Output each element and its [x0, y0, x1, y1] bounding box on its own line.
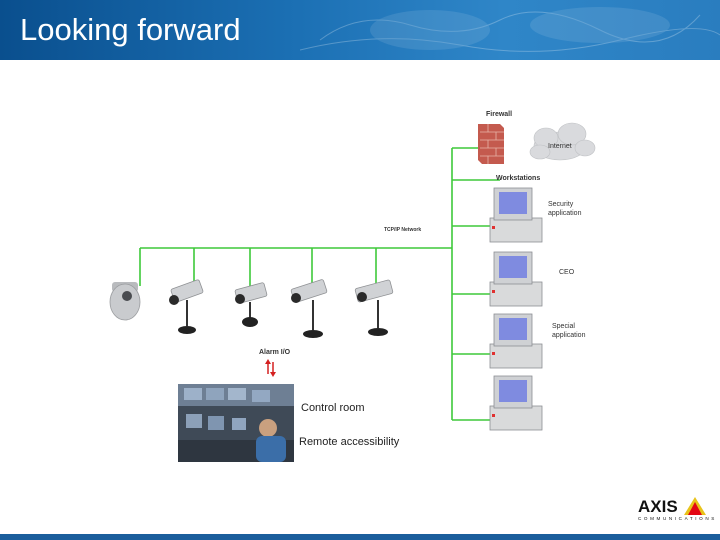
- internet-label: Internet: [548, 143, 572, 150]
- slide-header: Looking forward: [0, 0, 720, 60]
- remote-accessibility-caption: Remote accessibility: [299, 436, 400, 448]
- slide-title: Looking forward: [20, 12, 241, 47]
- footer-bar: [0, 534, 720, 540]
- axis-logo: AXIS COMMUNICATIONS: [636, 497, 714, 525]
- firewall-label: Firewall: [486, 111, 513, 118]
- control-room-photo: [178, 384, 294, 462]
- world-map-decoration: [300, 7, 720, 52]
- special-application-label: Special application: [552, 323, 586, 339]
- logo-subtitle: COMMUNICATIONS: [638, 516, 717, 521]
- network-label: TCP/IP Network: [384, 227, 422, 233]
- internet-cloud-icon: [529, 122, 596, 161]
- workstation-1-icon: [489, 187, 543, 243]
- workstation-3-icon: [489, 313, 543, 369]
- workstation-2-icon: [489, 251, 543, 307]
- logo-triangle-icon: [684, 497, 706, 515]
- ceo-label: CEO: [559, 269, 575, 276]
- security-application-label: Security application: [548, 201, 582, 217]
- camera-1-icon: [169, 279, 204, 334]
- workstations-label: Workstations: [496, 175, 541, 182]
- camera-4-icon: [354, 279, 394, 336]
- camera-3-icon: [290, 279, 328, 338]
- control-room-caption: Control room: [301, 402, 365, 414]
- alarm-io-label: Alarm I/O: [259, 349, 291, 356]
- firewall-icon: [478, 124, 504, 164]
- dome-camera-icon: [109, 282, 141, 321]
- network-lines: [139, 147, 500, 421]
- logo-wordmark: AXIS: [638, 497, 678, 516]
- alarm-io-arrows-icon: [265, 359, 276, 377]
- workstation-4-icon: [489, 375, 543, 431]
- camera-2-icon: [234, 282, 268, 327]
